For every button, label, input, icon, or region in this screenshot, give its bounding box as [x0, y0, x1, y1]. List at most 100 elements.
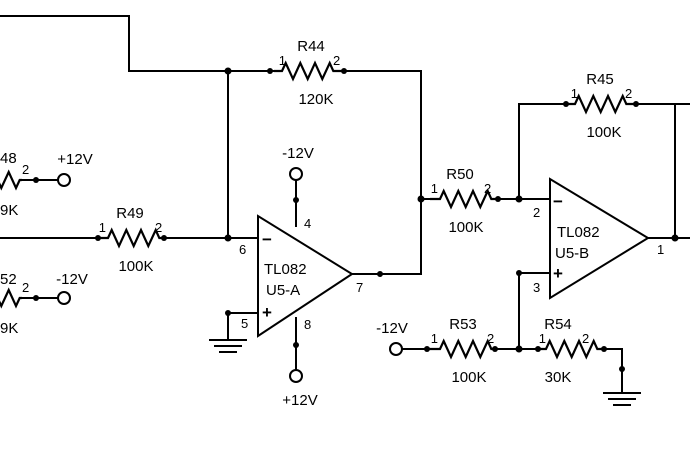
resistor-r44: R44 120K 1 2 — [274, 38, 344, 108]
junction-dot — [161, 235, 167, 241]
u5a-pin-4: 4 — [304, 216, 311, 231]
junction-dot — [515, 195, 523, 203]
partial-top-value: 9K — [0, 202, 18, 219]
u5a-pin-6: 6 — [239, 242, 246, 257]
resistor-r50: R50 100K 1 2 — [430, 166, 498, 236]
u5b-pin-3: 3 — [533, 280, 540, 295]
opamp-u5a: − + TL082 U5-A 6 5 7 4 8 — [239, 214, 363, 338]
ground-u5a — [209, 339, 247, 353]
r53-ref: R53 — [449, 316, 477, 333]
r44-ref: R44 — [297, 38, 325, 55]
r54-pin1: 1 — [539, 331, 546, 346]
junction-dot — [224, 67, 232, 75]
u5a-pin-5: 5 — [241, 316, 248, 331]
junction-dot — [417, 195, 425, 203]
r50-pin2: 2 — [484, 181, 491, 196]
supply-r53-input: -12V — [376, 320, 408, 356]
junction-dot — [341, 68, 347, 74]
u5b-minus-sign: − — [553, 192, 563, 211]
r44-value: 120K — [298, 91, 333, 108]
junction-dot — [267, 68, 273, 74]
junction-dot — [535, 346, 541, 352]
junction-dot — [293, 342, 299, 348]
u5a-pin-8: 8 — [304, 317, 311, 332]
u5a-pin-7: 7 — [356, 280, 363, 295]
resistor-r53: R53 100K 1 2 — [427, 316, 495, 386]
junction-dot — [495, 196, 501, 202]
ground-r54 — [603, 392, 641, 406]
supply-u5a-vneg: -12V — [282, 145, 314, 181]
r50-ref: R50 — [446, 166, 474, 183]
junction-dot — [424, 346, 430, 352]
r53-value: 100K — [451, 369, 486, 386]
resistor-partial-bottom: 52 9K 2 — [0, 271, 29, 337]
r45-ref: R45 — [586, 71, 614, 88]
r44-pin2: 2 — [333, 53, 340, 68]
resistor-r45: R45 100K 1 2 — [566, 71, 636, 141]
junction-dot — [33, 295, 39, 301]
junction-dot — [633, 101, 639, 107]
partial-bottom-value: 9K — [0, 320, 18, 337]
junction-dot — [516, 270, 522, 276]
u5a-designator: U5-A — [266, 282, 300, 299]
partial-bottom-ref: 52 — [0, 271, 17, 288]
junctions — [33, 67, 679, 372]
r44-pin1: 1 — [279, 53, 286, 68]
junction-dot — [619, 366, 625, 372]
junction-dot — [293, 197, 299, 203]
r45-pin1: 1 — [571, 86, 578, 101]
u5b-pin-2: 2 — [533, 205, 540, 220]
left-bottom-supply-label: -12V — [56, 271, 88, 288]
wire-r44-right — [343, 70, 422, 200]
u5a-plus-sign: + — [262, 303, 272, 322]
u5a-vpos-label: +12V — [282, 392, 317, 409]
junction-dot — [492, 346, 498, 352]
r49-ref: R49 — [116, 205, 144, 222]
junction-dot — [33, 177, 39, 183]
u5b-designator: U5-B — [555, 245, 589, 262]
junction-dot — [224, 234, 232, 242]
u5b-pin-1: 1 — [657, 242, 664, 257]
r50-pin1: 1 — [431, 181, 438, 196]
supply-u5a-vpos: +12V — [282, 369, 318, 409]
r53-pin1: 1 — [431, 331, 438, 346]
resistor-partial-top: 48 9K 2 — [0, 150, 29, 219]
supply-left-bottom: -12V — [56, 271, 88, 305]
wire-u5a-output — [351, 198, 422, 275]
r50-value: 100K — [448, 219, 483, 236]
junction-dot — [515, 345, 523, 353]
junction-dot — [95, 235, 101, 241]
junction-dot — [671, 234, 679, 242]
opamp-u5b: − + TL082 U5-B 2 3 1 — [533, 177, 664, 300]
r54-ref: R54 — [544, 316, 572, 333]
r49-pin2: 2 — [155, 220, 162, 235]
u5b-plus-sign: + — [553, 264, 563, 283]
junction-dot — [601, 346, 607, 352]
resistor-r54: R54 30K 1 2 — [538, 316, 604, 386]
junction-dot — [225, 310, 231, 316]
junction-dot — [563, 101, 569, 107]
r45-pin2: 2 — [625, 86, 632, 101]
supply-left-top: +12V — [57, 151, 93, 187]
u5b-part: TL082 — [557, 224, 600, 241]
u5a-minus-sign: − — [262, 230, 272, 249]
u5a-vneg-label: -12V — [282, 145, 314, 162]
partial-top-pin2: 2 — [22, 162, 29, 177]
left-top-supply-label: +12V — [57, 151, 92, 168]
resistor-r49: R49 100K 1 2 — [98, 205, 164, 275]
partial-bottom-pin2: 2 — [22, 280, 29, 295]
u5a-part: TL082 — [264, 261, 307, 278]
r54-pin2: 2 — [582, 331, 589, 346]
r54-value: 30K — [545, 369, 572, 386]
partial-top-ref: 48 — [0, 150, 17, 167]
r49-pin1: 1 — [99, 220, 106, 235]
r49-value: 100K — [118, 258, 153, 275]
wire-r45-left — [518, 103, 567, 200]
wire-r54-out — [603, 348, 623, 394]
wire-top-input — [0, 15, 229, 72]
r45-value: 100K — [586, 124, 621, 141]
r53-pin2: 2 — [487, 331, 494, 346]
r53-supply-label: -12V — [376, 320, 408, 337]
junction-dot — [377, 271, 383, 277]
